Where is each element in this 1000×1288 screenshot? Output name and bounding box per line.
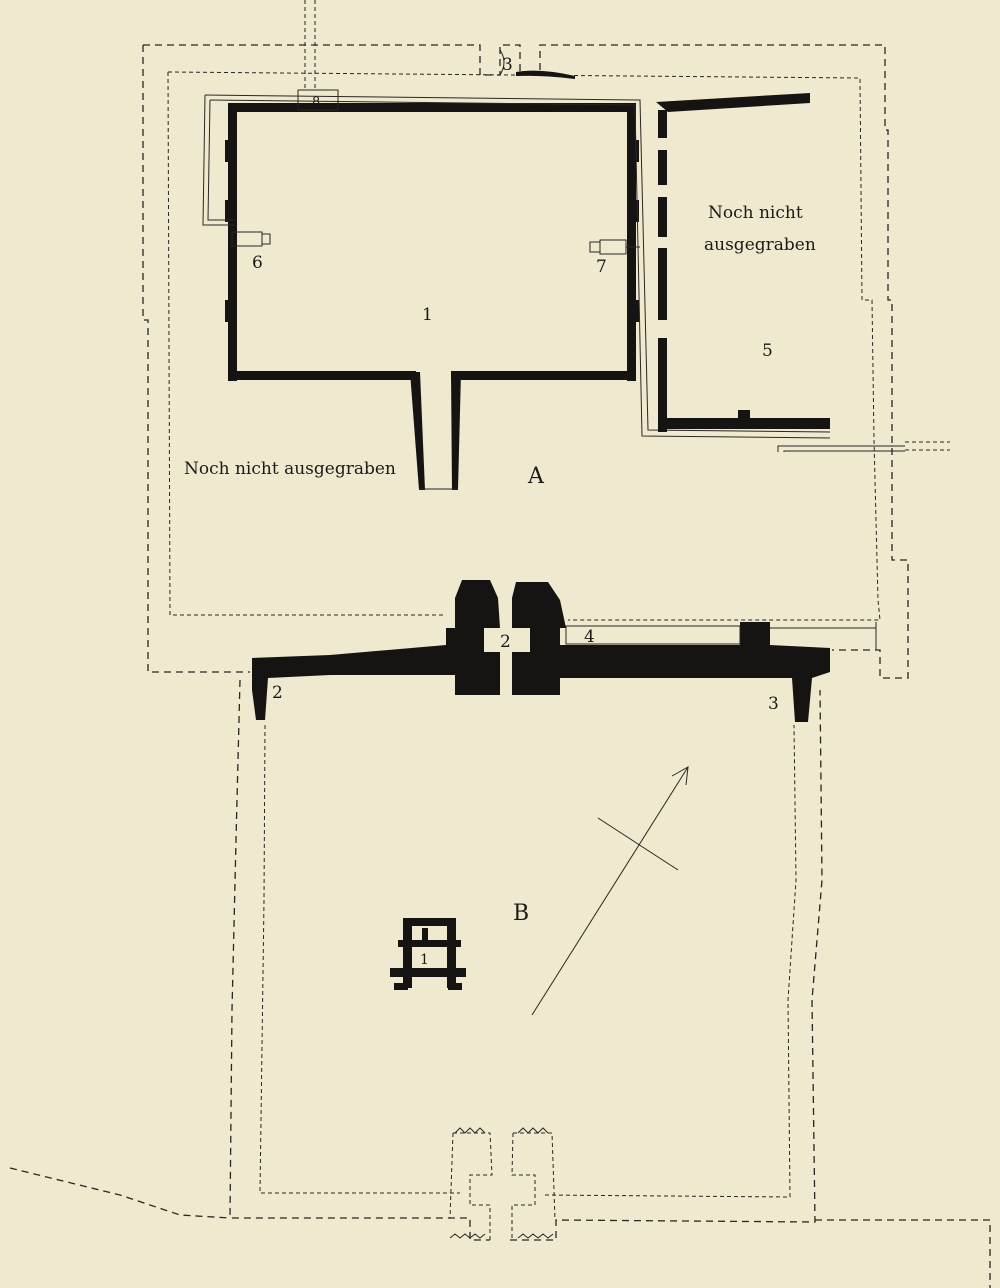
room-5-label: 5	[762, 341, 773, 361]
north-arrow-icon	[531, 766, 689, 1016]
enclosure-b-outline	[9, 679, 991, 1288]
room-6-label: 6	[252, 253, 263, 273]
gate-2-label: 2	[500, 632, 511, 652]
room-1-hall	[202, 94, 831, 490]
north-path	[304, 0, 316, 88]
room-8	[297, 89, 339, 111]
gate-3-label: 3	[502, 55, 513, 75]
shrine-1	[390, 918, 466, 990]
area-b-label: B	[513, 901, 529, 926]
room-8-label: 8	[312, 95, 320, 110]
room-7	[589, 239, 640, 255]
not-excavated-east-note-line1: Noch nicht	[708, 203, 803, 223]
gate-3-top	[499, 49, 575, 79]
room-5	[656, 93, 950, 452]
not-excavated-east-note-line2: ausgegraben	[704, 235, 816, 255]
room-4-label: 4	[584, 627, 595, 647]
not-excavated-west-note: Noch nicht ausgegraben	[184, 459, 396, 479]
room-7-label: 7	[596, 257, 607, 277]
pylon-gate	[252, 580, 877, 722]
corner-2-label: 2	[272, 683, 283, 703]
enclosure-a-outline	[142, 44, 909, 679]
room-1-label: 1	[422, 305, 433, 325]
area-a-label: A	[527, 464, 545, 489]
room-6	[231, 231, 271, 247]
shrine-1-label: 1	[420, 952, 429, 968]
corner-3-label: 3	[768, 694, 779, 714]
